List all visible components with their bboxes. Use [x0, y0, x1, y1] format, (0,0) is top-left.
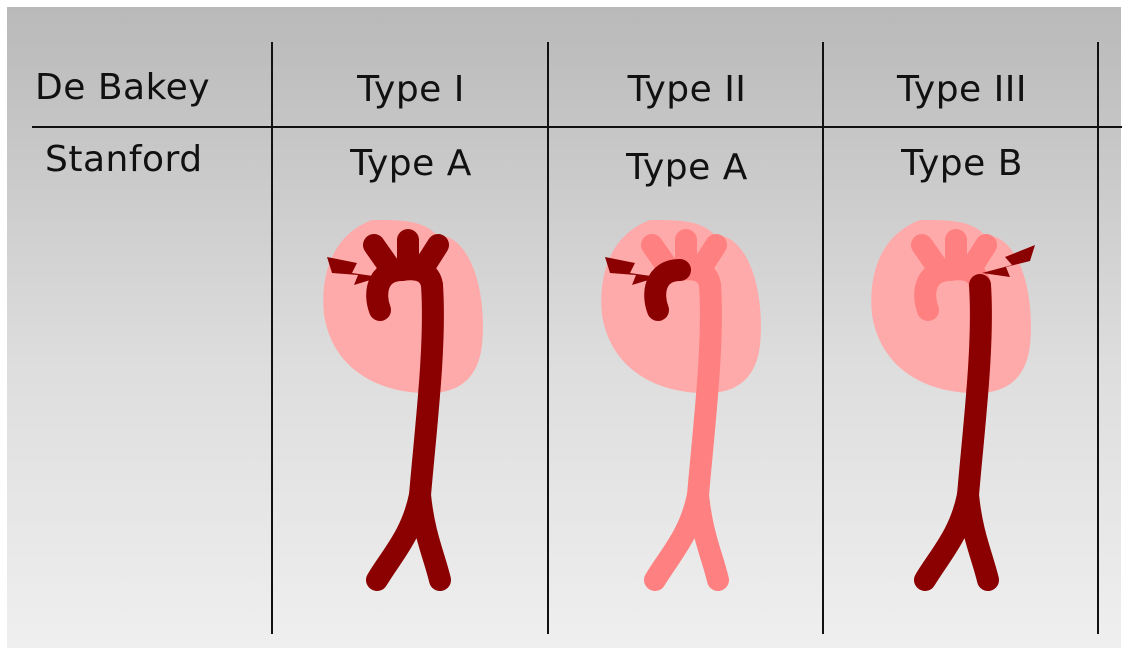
subclavian-branch	[702, 245, 716, 267]
subclavian-branch	[424, 245, 438, 267]
subclavian-branch	[972, 245, 986, 267]
brachiocephalic-branch	[922, 245, 936, 265]
type-iii-aorta	[871, 220, 1035, 580]
iliac-branch	[698, 495, 718, 580]
brachiocephalic-branch	[652, 245, 666, 265]
brachiocephalic-branch	[374, 245, 388, 265]
type-ii-aorta	[601, 220, 761, 580]
iliac-branch	[968, 495, 988, 580]
type-i-aorta	[323, 220, 483, 580]
iliac-branch	[420, 495, 440, 580]
